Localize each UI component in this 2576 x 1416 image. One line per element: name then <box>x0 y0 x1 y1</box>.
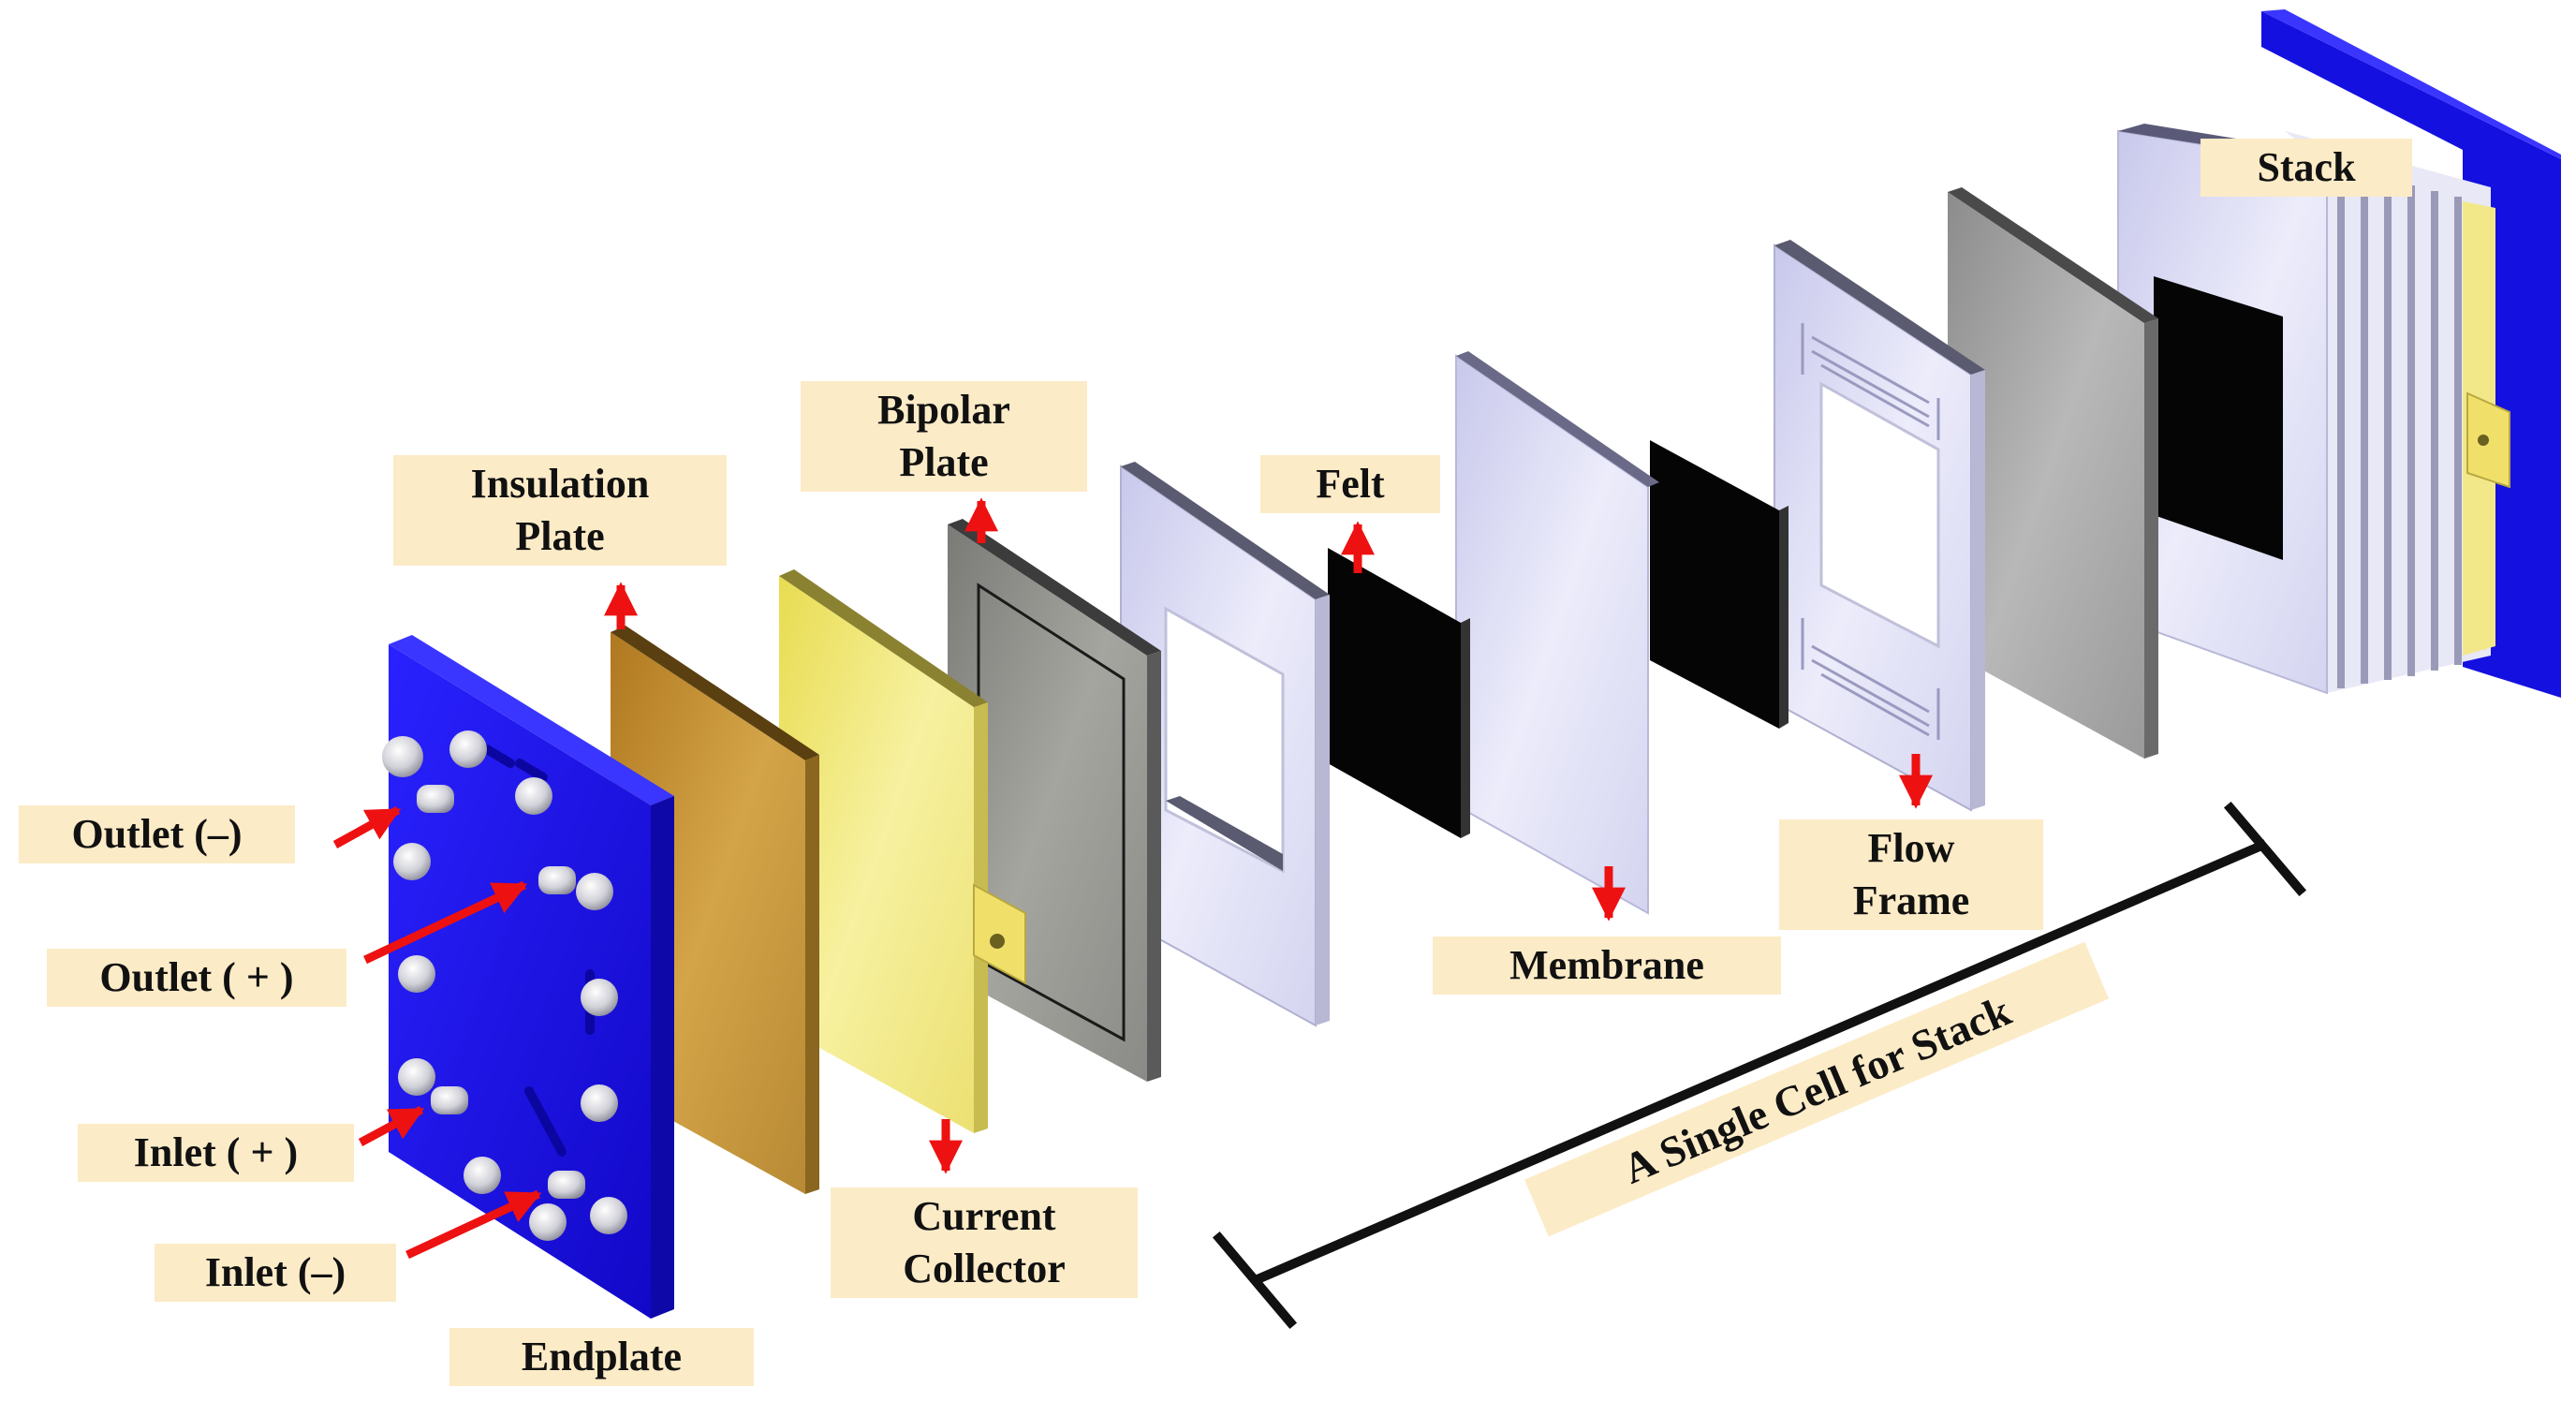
label-outlet-pos-text: Outlet ( + ) <box>99 951 293 1004</box>
felt-right-side <box>1779 506 1788 729</box>
label-bipolar-plate: Bipolar Plate <box>801 381 1087 492</box>
label-inlet-neg: Inlet (–) <box>155 1244 396 1302</box>
bracket-end-right <box>2230 808 2300 890</box>
inlet-pos-port-icon <box>431 1086 468 1114</box>
label-flow-frame: Flow Frame <box>1779 819 2043 930</box>
bolt-icon <box>393 843 431 880</box>
membrane-face <box>1456 356 1648 913</box>
label-inlet-pos-text: Inlet ( + ) <box>134 1127 298 1179</box>
label-flow-frame-line2: Frame <box>1853 875 1970 927</box>
label-insulation-plate: Insulation Plate <box>393 455 727 566</box>
label-membrane-text: Membrane <box>1509 939 1704 992</box>
outlet-pos-port-icon <box>538 866 576 894</box>
arrow-outlet-neg <box>335 810 398 845</box>
flow-frame-side <box>1971 370 1985 810</box>
bolt-icon <box>464 1157 501 1194</box>
label-current-collector: Current Collector <box>831 1187 1138 1298</box>
felt-right <box>1650 440 1788 729</box>
bolt-icon <box>581 979 618 1016</box>
stack-endplate-top <box>2261 9 2561 159</box>
bolt-icon <box>449 730 487 768</box>
current-collector-tab-hole <box>990 934 1005 949</box>
bolt-icon <box>398 1058 435 1096</box>
bolt-icon <box>398 955 435 993</box>
label-stack-text: Stack <box>2257 141 2355 194</box>
endplate-side <box>651 796 674 1319</box>
bolt-icon <box>382 736 423 777</box>
bolt-icon <box>581 1084 618 1122</box>
inlet-neg-port-icon <box>548 1171 585 1199</box>
outlet-neg-port-icon <box>417 785 454 813</box>
stack-window <box>2154 276 2283 560</box>
felt-left-face <box>1328 548 1461 838</box>
bolt-icon <box>515 777 552 815</box>
label-flow-frame-line1: Flow <box>1868 822 1955 875</box>
bracket-bar <box>1258 846 2261 1279</box>
label-membrane: Membrane <box>1433 937 1781 995</box>
label-outlet-neg-text: Outlet (–) <box>71 808 242 861</box>
label-current-collector-line2: Collector <box>903 1243 1065 1295</box>
label-insulation-plate-line1: Insulation <box>471 458 650 510</box>
frame-left-side <box>1316 595 1330 1025</box>
bolt-icon <box>529 1203 567 1241</box>
label-felt-text: Felt <box>1316 458 1384 510</box>
single-cell-bracket <box>1219 808 2300 1322</box>
bolt-icon <box>576 873 613 910</box>
felt-left-side <box>1461 618 1470 838</box>
label-outlet-pos: Outlet ( + ) <box>47 949 346 1007</box>
bolt-icon <box>590 1197 627 1234</box>
bipolar-plate-side <box>1147 651 1161 1082</box>
label-felt: Felt <box>1260 455 1440 513</box>
label-current-collector-line1: Current <box>912 1190 1055 1243</box>
stack-assembly <box>2118 9 2561 698</box>
membrane <box>1456 351 1659 913</box>
label-bipolar-plate-line1: Bipolar <box>877 384 1010 436</box>
label-endplate-text: Endplate <box>522 1331 682 1383</box>
label-endplate: Endplate <box>449 1328 754 1386</box>
label-inlet-pos: Inlet ( + ) <box>78 1124 354 1182</box>
bracket-end-left <box>1219 1238 1290 1322</box>
insulation-plate-side <box>805 755 819 1194</box>
label-outlet-neg: Outlet (–) <box>19 805 295 863</box>
label-insulation-plate-line2: Plate <box>515 510 604 563</box>
gray-plate-right-side <box>2144 318 2158 759</box>
label-inlet-neg-text: Inlet (–) <box>205 1246 346 1299</box>
felt-left <box>1328 548 1470 838</box>
label-stack: Stack <box>2201 139 2412 197</box>
stack-terminal-hole <box>2478 435 2489 446</box>
felt-right-face <box>1650 440 1779 729</box>
label-bipolar-plate-line2: Plate <box>899 436 988 489</box>
